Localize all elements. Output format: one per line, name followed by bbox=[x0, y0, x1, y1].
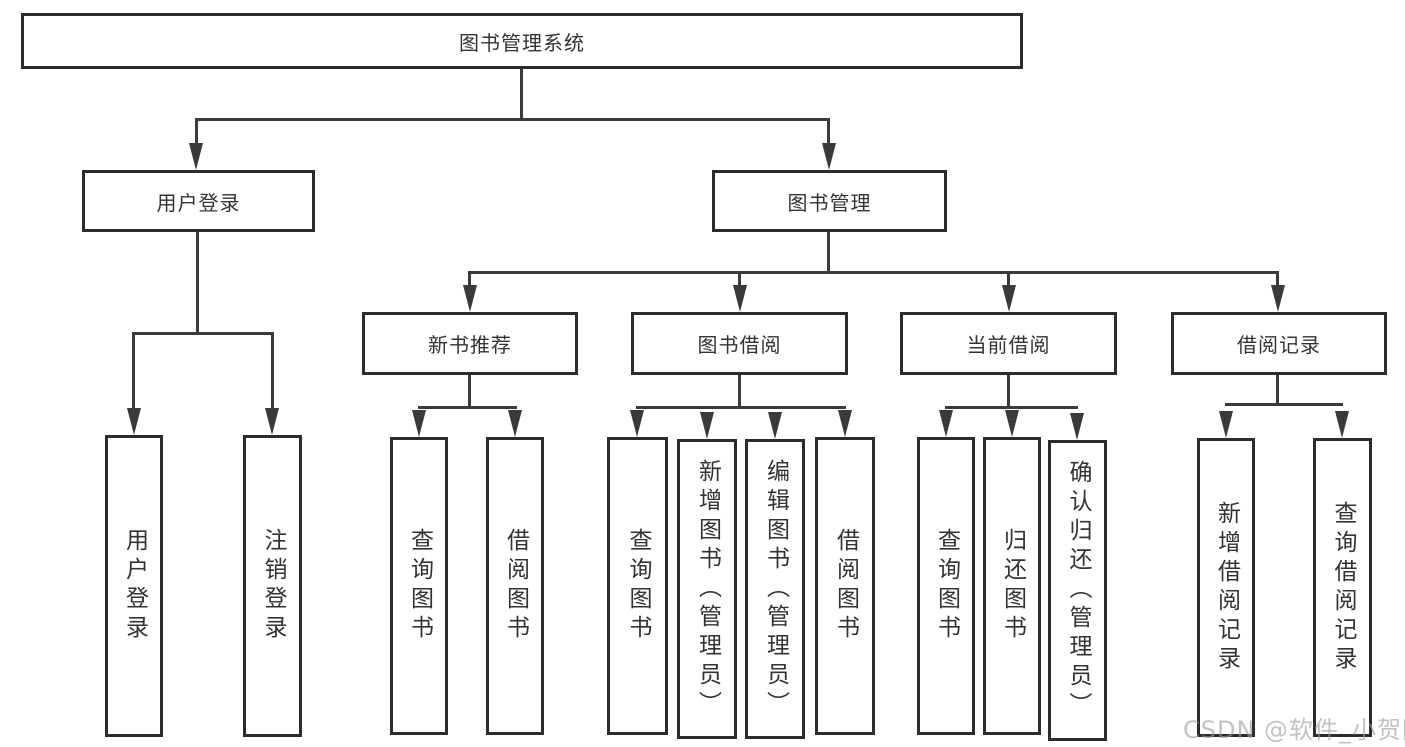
arrowhead-icon bbox=[630, 410, 644, 437]
arrowhead-icon bbox=[838, 410, 852, 437]
arrowhead-icon bbox=[939, 410, 953, 437]
node-book-management: 图书管理 bbox=[712, 170, 947, 232]
connector bbox=[827, 232, 830, 274]
arrowhead-icon bbox=[733, 285, 747, 312]
connector bbox=[132, 332, 274, 335]
arrowhead-icon bbox=[127, 408, 141, 435]
connector bbox=[418, 406, 517, 409]
connector bbox=[1276, 375, 1279, 406]
arrowhead-icon bbox=[1271, 285, 1285, 312]
arrowhead-icon bbox=[1070, 413, 1084, 440]
node-label: 查询借阅记录 bbox=[1330, 500, 1356, 675]
node-label: 借阅图书 bbox=[832, 528, 859, 644]
node-user-login: 用户登录 bbox=[82, 170, 315, 232]
node-label: 当前借阅 bbox=[966, 333, 1051, 357]
connector bbox=[468, 375, 471, 409]
node-query-borrow-record: 查询借阅记录 bbox=[1313, 438, 1372, 737]
node-label: 确认归还（管理员） bbox=[1065, 460, 1091, 721]
connector bbox=[1007, 271, 1010, 289]
node-return-book: 归还图书 bbox=[983, 437, 1041, 735]
node-label: 借阅记录 bbox=[1237, 333, 1321, 357]
connector bbox=[1276, 271, 1279, 289]
node-confirm-return-admin: 确认归还（管理员） bbox=[1048, 440, 1107, 741]
connector bbox=[636, 406, 846, 409]
node-logout: 注销登录 bbox=[243, 435, 302, 737]
node-label: 归还图书 bbox=[999, 528, 1026, 644]
arrowhead-icon bbox=[700, 412, 714, 439]
node-user-login-leaf: 用户登录 bbox=[105, 435, 163, 737]
connector bbox=[1225, 403, 1343, 406]
node-borrow-records: 借阅记录 bbox=[1171, 312, 1387, 375]
connector bbox=[945, 406, 1078, 409]
node-query-book-current: 查询图书 bbox=[917, 437, 975, 735]
arrowhead-icon bbox=[189, 143, 203, 170]
connector bbox=[738, 271, 741, 289]
arrowhead-icon bbox=[265, 408, 279, 435]
node-label: 查询图书 bbox=[406, 528, 433, 644]
connector bbox=[1007, 375, 1010, 409]
node-new-book-recommend: 新书推荐 bbox=[362, 312, 578, 375]
connector bbox=[195, 118, 198, 147]
csdn-watermark: CSDN @软件_小贺同学 bbox=[1183, 716, 1405, 744]
node-label: 图书管理 bbox=[787, 190, 872, 215]
node-current-borrowing: 当前借阅 bbox=[900, 312, 1117, 375]
arrowhead-icon bbox=[768, 412, 782, 439]
arrowhead-icon bbox=[508, 410, 522, 437]
node-label: 查询图书 bbox=[933, 528, 960, 644]
node-book-borrowing: 图书借阅 bbox=[631, 312, 848, 375]
connector bbox=[468, 271, 1279, 274]
node-label: 注销登录 bbox=[260, 528, 286, 644]
node-label: 查询图书 bbox=[625, 528, 651, 644]
node-label: 新增图书（管理员） bbox=[694, 458, 721, 720]
arrowhead-icon bbox=[822, 143, 836, 170]
node-borrow-book-recommend: 借阅图书 bbox=[486, 437, 544, 735]
connector bbox=[738, 375, 741, 409]
node-label: 借阅图书 bbox=[502, 528, 529, 644]
arrowhead-icon bbox=[1002, 285, 1016, 312]
arrowhead-icon bbox=[1005, 410, 1019, 437]
node-label: 图书管理系统 bbox=[459, 30, 585, 55]
node-label: 编辑图书（管理员） bbox=[762, 458, 789, 720]
node-label: 新书推荐 bbox=[428, 333, 512, 357]
node-query-book-borrowing: 查询图书 bbox=[607, 437, 668, 735]
node-edit-book-admin: 编辑图书（管理员） bbox=[745, 439, 805, 739]
node-label: 用户登录 bbox=[121, 528, 148, 644]
connector bbox=[468, 271, 471, 289]
connector bbox=[271, 332, 274, 411]
node-label: 新增借阅记录 bbox=[1213, 500, 1240, 675]
connector bbox=[195, 118, 830, 121]
node-library-system: 图书管理系统 bbox=[21, 13, 1023, 69]
connector bbox=[827, 118, 830, 147]
arrowhead-icon bbox=[1335, 411, 1349, 438]
node-add-borrow-record: 新增借阅记录 bbox=[1197, 438, 1255, 737]
connector bbox=[520, 69, 523, 120]
node-query-book-recommend: 查询图书 bbox=[390, 437, 448, 735]
node-borrow-book: 借阅图书 bbox=[815, 437, 875, 735]
arrowhead-icon bbox=[463, 285, 477, 312]
arrowhead-icon bbox=[412, 410, 426, 437]
node-add-book-admin: 新增图书（管理员） bbox=[677, 439, 737, 739]
connector bbox=[196, 232, 199, 335]
connector bbox=[132, 332, 135, 411]
arrowhead-icon bbox=[1219, 411, 1233, 438]
node-label: 图书借阅 bbox=[697, 333, 782, 357]
node-label: 用户登录 bbox=[156, 190, 241, 215]
